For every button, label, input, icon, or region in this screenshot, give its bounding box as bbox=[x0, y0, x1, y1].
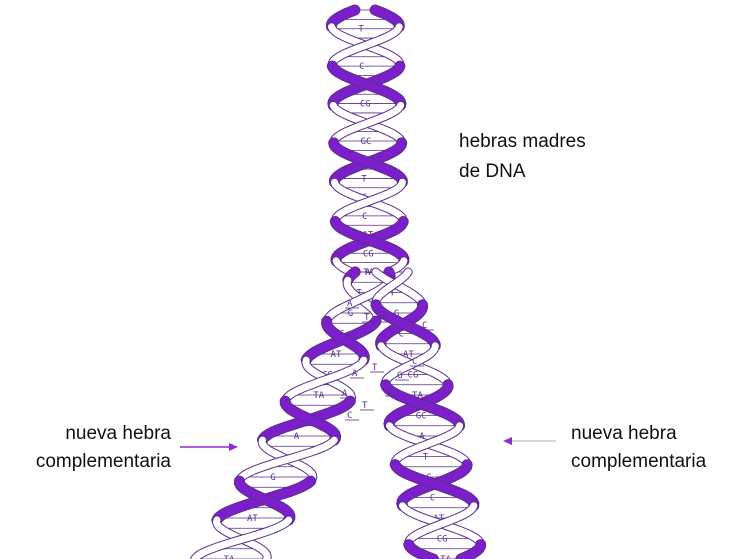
free-nucleotide-label: G bbox=[382, 313, 387, 323]
free-nucleotide-label: T bbox=[362, 401, 368, 411]
left-daughter-helix-strand-a-fill bbox=[234, 476, 295, 525]
left-daughter-helix-base-label: G bbox=[270, 473, 275, 483]
left-daughter-helix-base-label: AT bbox=[331, 350, 342, 360]
parent-strands-label-line2: de DNA bbox=[459, 161, 526, 182]
arrow-right-head bbox=[503, 437, 512, 445]
helix-strands bbox=[190, 4, 487, 559]
parent-helix-base-label: CG bbox=[363, 249, 374, 259]
right-daughter-helix-base-label: AT bbox=[403, 350, 414, 360]
right-daughter-helix-base-label: TA bbox=[440, 555, 451, 559]
new-strand-right-label-line2: complementaria bbox=[571, 451, 707, 472]
parent-helix-strand-b-fill bbox=[332, 257, 355, 276]
parent-strands-label: hebras madres de DNA bbox=[459, 130, 586, 183]
right-daughter-helix-base-label: G bbox=[394, 309, 399, 319]
free-nucleotide-label: T bbox=[364, 313, 370, 323]
parent-helix-base-label: C bbox=[362, 212, 367, 222]
right-daughter-helix-strand-a-fill bbox=[372, 268, 412, 309]
right-daughter-helix-strand-a-fill bbox=[390, 460, 479, 511]
right-daughter-helix-base-label: TA bbox=[412, 391, 423, 401]
parent-helix-strand-a-fill bbox=[329, 138, 407, 187]
right-daughter-helix-base-label: T bbox=[390, 289, 396, 299]
right-daughter-helix-strand-a-fill bbox=[391, 422, 464, 469]
left-daughter-helix-base-label: AT bbox=[247, 514, 258, 524]
new-strand-left-label: nueva hebra complementaria bbox=[0, 422, 171, 473]
right-daughter-helix-base-label: GC bbox=[416, 412, 427, 422]
free-nucleotide-label: G bbox=[387, 387, 392, 397]
parent-helix-strand-a-fill bbox=[328, 23, 403, 70]
parent-helix-base-label: T bbox=[361, 174, 367, 184]
free-nucleotide-label: A bbox=[352, 369, 358, 379]
free-nucleotide-label: T bbox=[372, 363, 378, 373]
parent-helix-base-label: GC bbox=[361, 137, 372, 147]
parent-helix-strand-a-fill bbox=[327, 61, 406, 110]
free-nucleotide-label: C bbox=[412, 357, 417, 367]
free-nucleotide-label: G bbox=[397, 371, 402, 381]
parent-helix-base-label: TA bbox=[363, 268, 374, 278]
left-daughter-helix-strand-a-fill bbox=[280, 396, 341, 445]
right-daughter-helix-strand-a-fill bbox=[381, 380, 465, 431]
parent-helix-base-label: C bbox=[359, 62, 364, 72]
free-nucleotide-label: A bbox=[347, 299, 353, 309]
left-daughter-helix-strand-a-fill bbox=[191, 516, 293, 559]
parent-helix-strand-a-fill bbox=[330, 217, 409, 266]
left-daughter-helix-base-label: G bbox=[348, 309, 353, 319]
right-daughter-helix-base-label: C bbox=[430, 494, 435, 504]
right-daughter-helix-strand-a-fill bbox=[381, 342, 439, 389]
parent-helix-strand-a-fill bbox=[330, 101, 405, 147]
right-daughter-helix-base-label: A bbox=[419, 432, 425, 442]
right-daughter-helix-strand-a-fill bbox=[371, 300, 440, 351]
right-daughter-helix-strand-a-fill bbox=[405, 502, 478, 549]
right-daughter-helix-base-label: C bbox=[399, 330, 404, 340]
left-daughter-helix-base-label: A bbox=[294, 432, 300, 442]
parent-helix-base-label: T bbox=[358, 25, 364, 35]
new-strand-left-label-line1: nueva hebra bbox=[65, 423, 171, 444]
left-daughter-helix-strand-a-fill bbox=[322, 316, 369, 365]
parent-helix-strand-a-fill bbox=[331, 178, 406, 225]
free-nucleotide-label: A bbox=[342, 389, 348, 399]
parent-strands-label-line1: hebras madres bbox=[459, 131, 586, 152]
free-nucleotide-label: C bbox=[422, 321, 427, 331]
right-daughter-helix-strand-b-fill bbox=[372, 268, 426, 309]
free-nucleotide-label: C bbox=[347, 411, 352, 421]
right-daughter-helix-strand-a-fill bbox=[404, 540, 438, 559]
left-daughter-helix-base-label: TA bbox=[224, 555, 235, 559]
right-daughter-helix-strand-b-fill bbox=[456, 540, 486, 559]
new-strand-left-label-line2: complementaria bbox=[35, 451, 171, 472]
right-daughter-helix-base-label: T bbox=[423, 453, 429, 463]
new-strand-right-label: nueva hebra complementaria bbox=[571, 422, 706, 473]
left-daughter-helix-base-label: A bbox=[365, 268, 371, 278]
arrow-left-head bbox=[229, 443, 238, 451]
left-daughter-helix-base-label: TA bbox=[313, 391, 324, 401]
parent-helix-base-label: CG bbox=[360, 100, 371, 110]
right-daughter-helix-base-label: CG bbox=[437, 535, 448, 545]
new-strand-right-label-line1: nueva hebra bbox=[571, 423, 677, 444]
left-daughter-helix-strand-a-fill bbox=[235, 436, 338, 485]
left-daughter-helix-strand-a-fill bbox=[281, 356, 368, 405]
right-daughter-helix-base-label: CG bbox=[408, 371, 419, 381]
